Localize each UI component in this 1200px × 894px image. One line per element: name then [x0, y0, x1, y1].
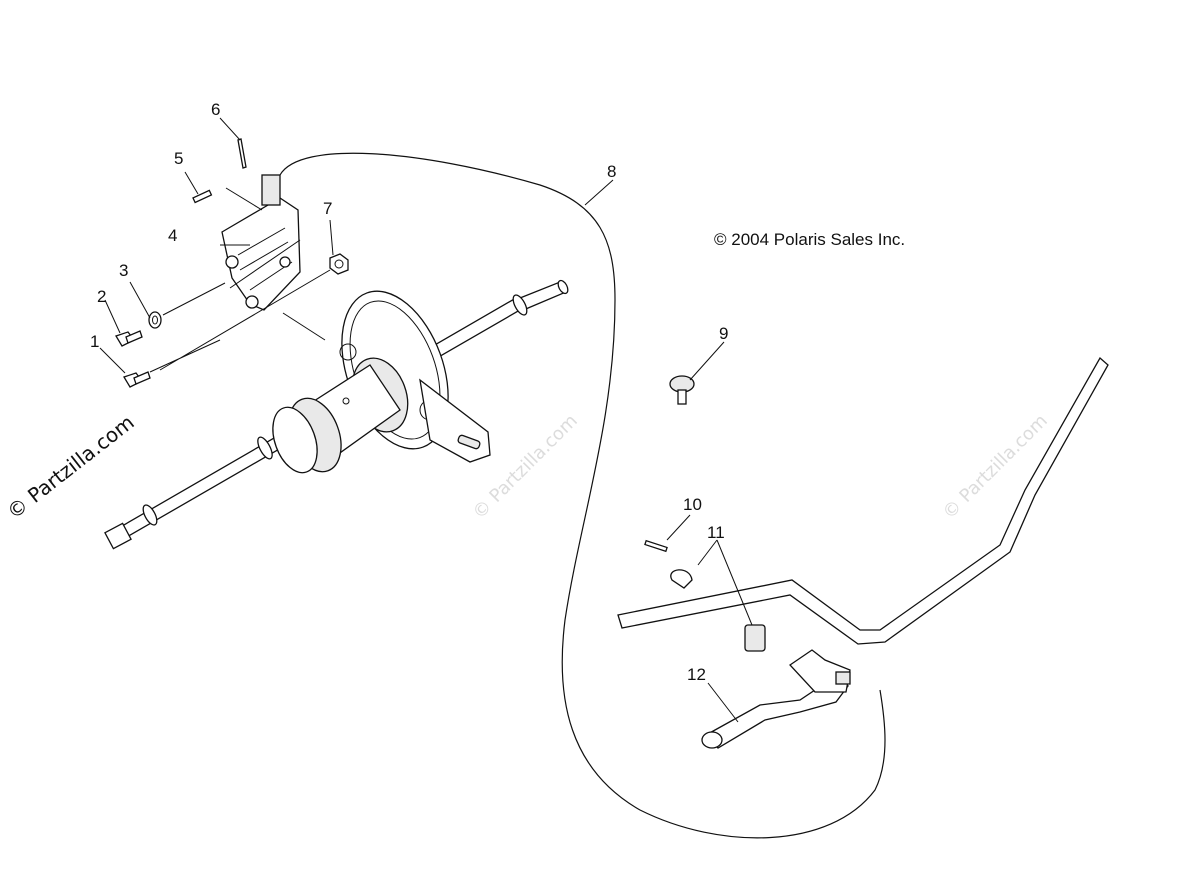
watermark-center: © Partzilla.com — [469, 410, 582, 523]
callout-3: 3 — [119, 261, 128, 280]
watermark-left: © Partzilla.com — [2, 410, 138, 524]
callout-8: 8 — [607, 162, 616, 181]
caliper-assembly — [221, 174, 301, 311]
bolt-1 — [123, 371, 151, 388]
washer-3 — [148, 311, 162, 329]
block-11 — [744, 624, 766, 652]
pin-10 — [644, 539, 668, 553]
watermark-right: © Partzilla.com — [939, 410, 1052, 523]
callout-11: 11 — [707, 523, 725, 542]
rear-axle-assembly — [104, 279, 569, 550]
callout-1: 1 — [90, 332, 99, 351]
nut-7 — [329, 253, 349, 275]
callout-7: 7 — [323, 199, 332, 218]
brake-cable-8 — [279, 152, 886, 839]
callout-10: 10 — [683, 495, 702, 514]
bolt-2 — [115, 330, 143, 347]
pin-5 — [192, 189, 213, 204]
brake-lever-12 — [701, 649, 851, 749]
callout-2: 2 — [97, 287, 106, 306]
pin-6 — [237, 138, 247, 169]
e-clip-11 — [670, 569, 693, 589]
callout-5: 5 — [174, 149, 183, 168]
callout-6: 6 — [211, 100, 220, 119]
handlebar — [617, 356, 1109, 645]
copyright-notice: © 2004 Polaris Sales Inc. — [714, 230, 905, 249]
callout-9: 9 — [719, 324, 728, 343]
clip-9 — [669, 375, 695, 405]
callout-12: 12 — [687, 665, 706, 684]
callout-4: 4 — [168, 226, 177, 245]
